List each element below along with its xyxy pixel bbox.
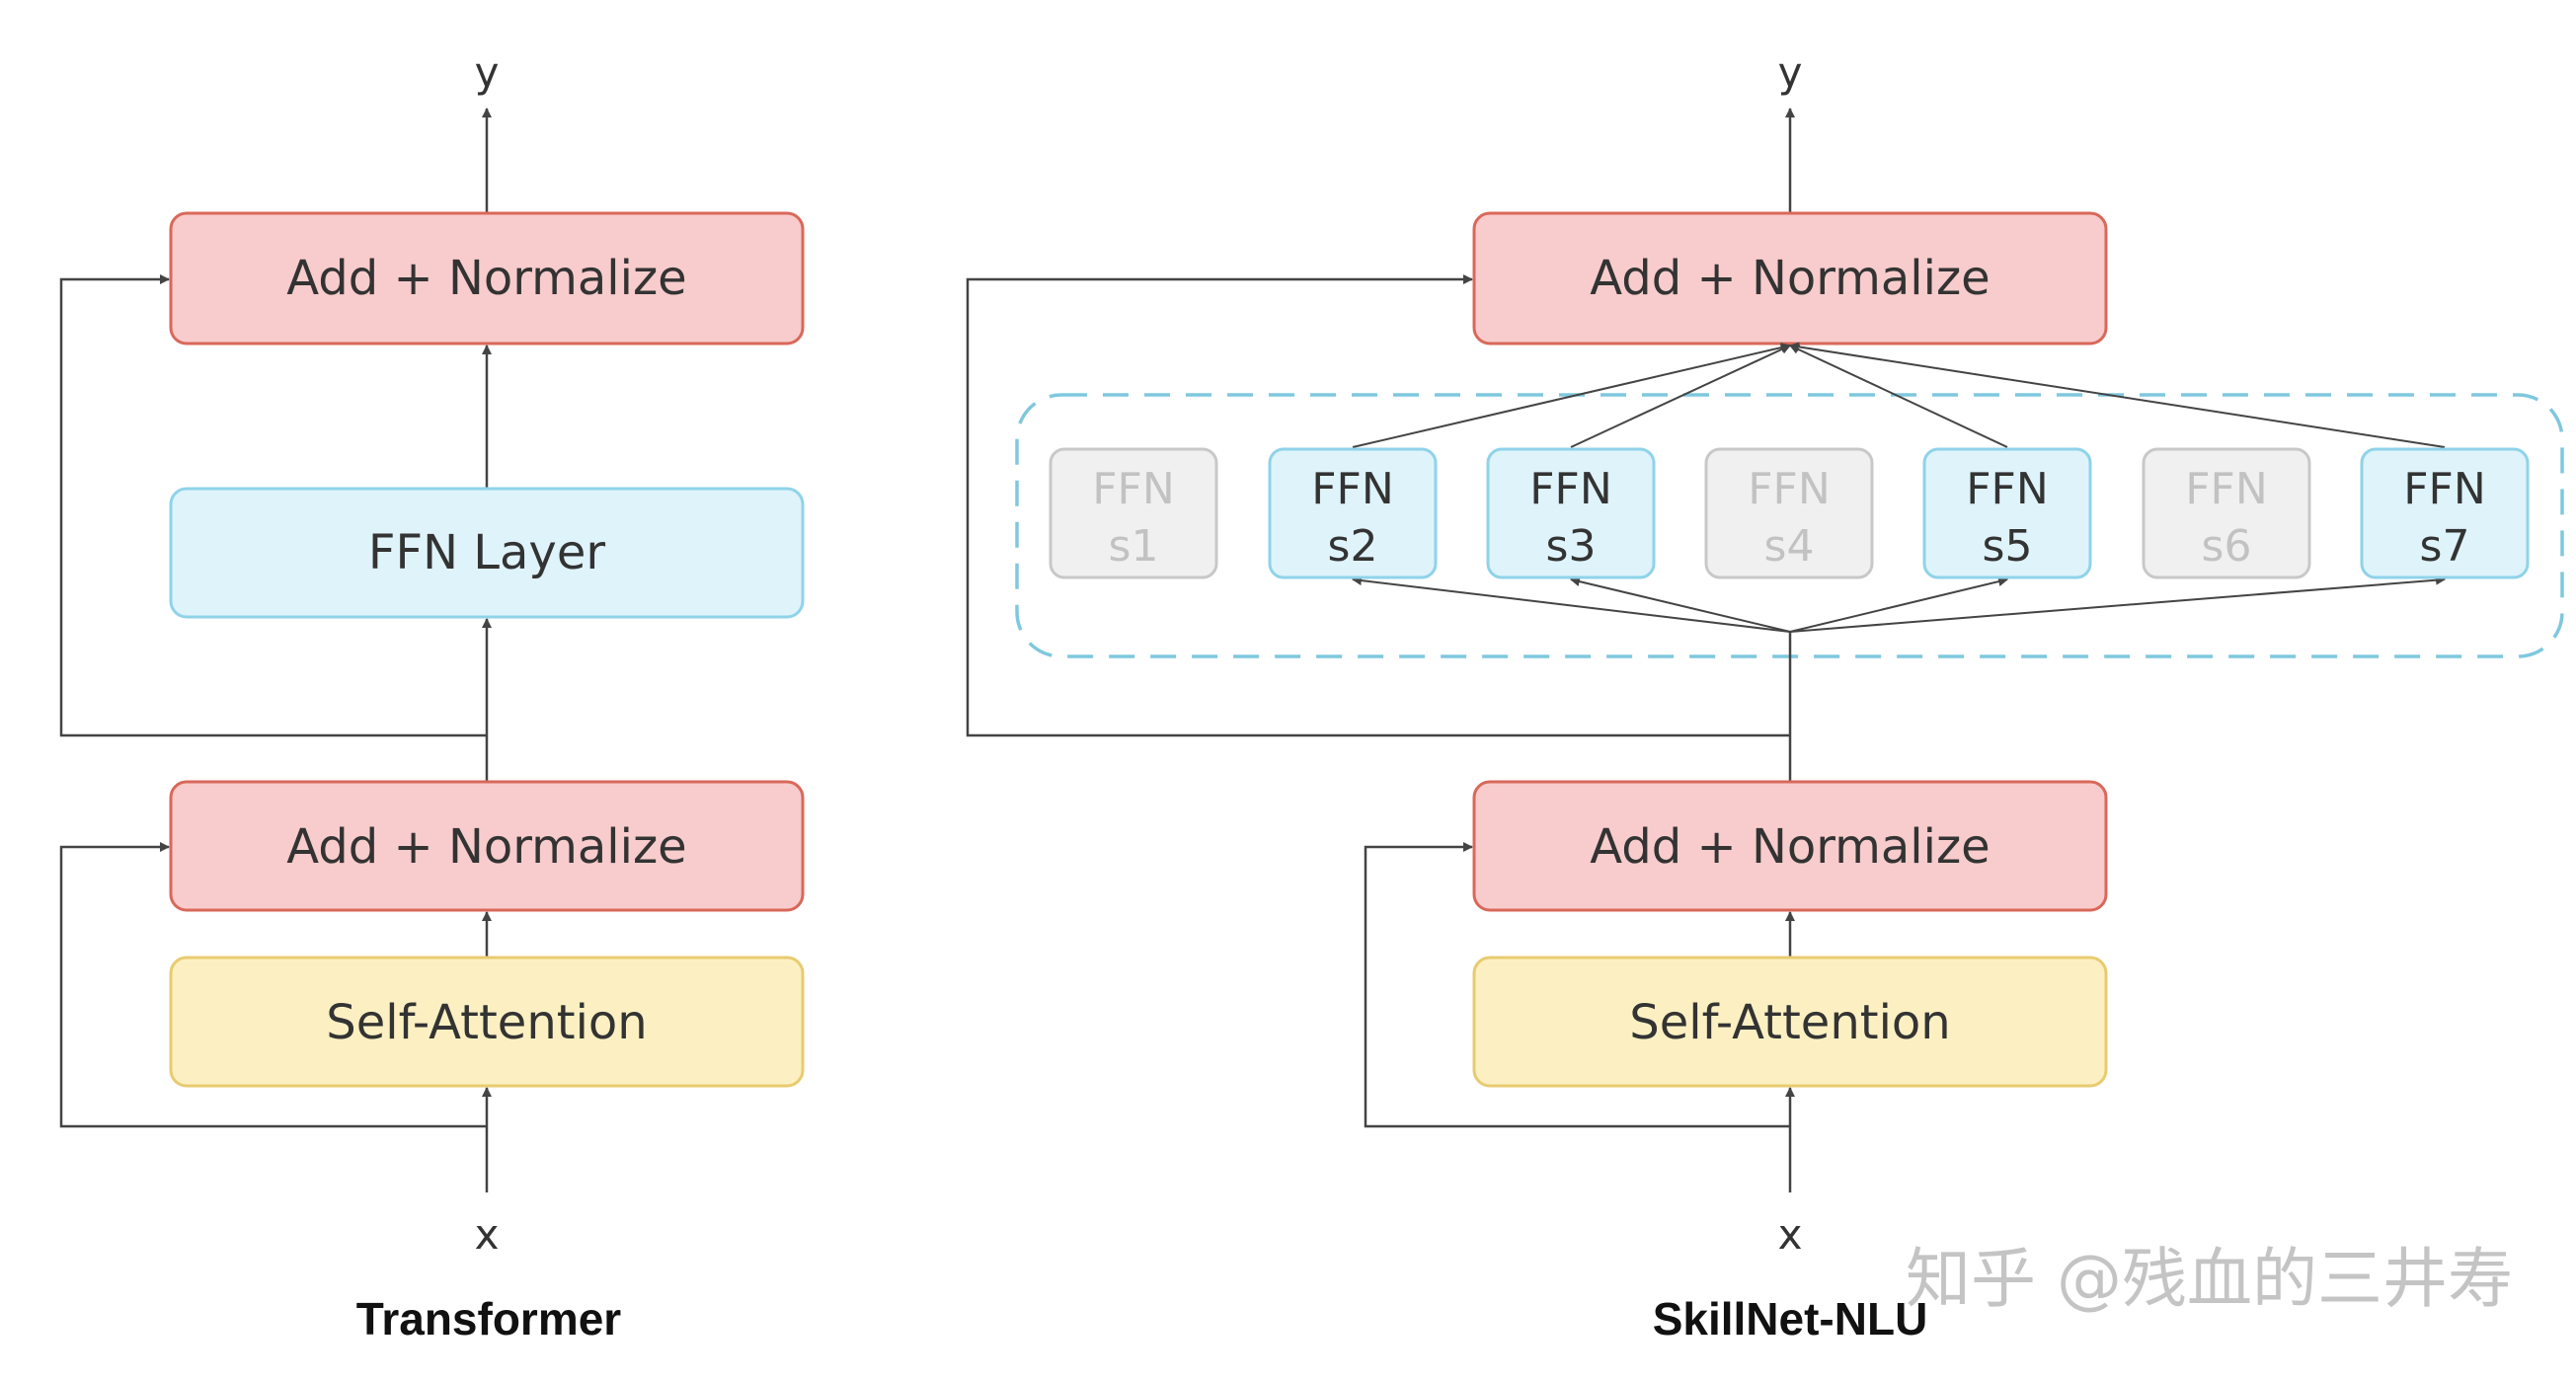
skill-box	[1922, 447, 2092, 579]
transformer-caption: Transformer	[356, 1293, 622, 1344]
skill-input-arrow	[1570, 576, 1791, 633]
ffn-layer-label: FFN Layer	[368, 525, 605, 580]
skill-id: s3	[1546, 521, 1597, 572]
skill-module-s3: FFN s3	[1486, 447, 1656, 579]
skill-name: FFN	[1092, 464, 1175, 514]
skill-output-arrow	[1789, 342, 2446, 448]
skillnet-diagram: y Add + Normalize FFNs1FFNs2FFNs3FFNs4FF…	[966, 48, 2564, 1344]
skill-box	[1268, 447, 1438, 579]
input-label: x	[1778, 1210, 1803, 1259]
ffn-layer-box	[169, 487, 805, 619]
skill-module-s2: FFN s2	[1268, 447, 1438, 579]
skill-modules: FFN s1 FFN s2 FFN s3 FFN s4 FFN s5 FFN s6 FFN s7	[1049, 447, 2530, 579]
skill-id: s2	[1328, 521, 1378, 572]
residual-connection-bottom	[59, 842, 487, 1128]
skill-output-arrow	[1570, 345, 1791, 448]
self-attention-box	[169, 956, 805, 1088]
skill-input-arrow	[1789, 576, 2008, 633]
add-normalize-bottom-label: Add + Normalize	[286, 819, 686, 875]
residual-connection-bottom	[1364, 842, 1790, 1128]
skill-name: FFN	[1966, 464, 2049, 514]
skill-name: FFN	[1311, 464, 1394, 514]
skill-name: FFN	[1748, 464, 1831, 514]
skill-module-s4: FFN s4	[1704, 447, 1874, 579]
skill-module-s5: FFN s5	[1922, 447, 2092, 579]
skillnet-caption: SkillNet-NLU	[1653, 1293, 1928, 1344]
skill-id: s7	[2420, 521, 2470, 572]
skill-box	[1704, 447, 1874, 579]
skill-box	[2360, 447, 2530, 579]
skill-module-s6: FFN s6	[2142, 447, 2311, 579]
skill-id: s4	[1764, 521, 1815, 572]
skill-routing-lines	[1352, 342, 2446, 633]
skill-box	[2142, 447, 2311, 579]
skill-input-arrow	[1789, 575, 2446, 633]
skill-box	[1049, 447, 1218, 579]
skill-input-arrow	[1352, 576, 1791, 633]
skill-name: FFN	[2185, 464, 2268, 514]
skill-id: s1	[1109, 521, 1159, 572]
add-normalize-bottom-box	[1472, 780, 2108, 912]
add-normalize-top-label: Add + Normalize	[1590, 251, 1990, 306]
transformer-diagram: y Add + Normalize FFN Layer Add + Normal…	[59, 48, 805, 1344]
residual-connection-top	[59, 274, 487, 737]
output-label: y	[475, 48, 500, 97]
add-normalize-top-label: Add + Normalize	[286, 251, 686, 306]
skill-output-arrow	[1352, 343, 1791, 448]
add-normalize-bottom-label: Add + Normalize	[1590, 819, 1990, 875]
skill-name: FFN	[1529, 464, 1612, 514]
skill-module-s1: FFN s1	[1049, 447, 1218, 579]
self-attention-label: Self-Attention	[1629, 995, 1950, 1050]
self-attention-label: Self-Attention	[326, 995, 647, 1050]
add-normalize-top-box	[169, 211, 805, 346]
input-label: x	[475, 1210, 500, 1259]
skill-output-arrow	[1789, 345, 2008, 448]
residual-connection-top	[966, 274, 1790, 737]
self-attention-box	[1472, 956, 2108, 1088]
skill-module-s7: FFN s7	[2360, 447, 2530, 579]
skill-id: s5	[1983, 521, 2033, 572]
skill-id: s6	[2202, 521, 2252, 572]
output-label: y	[1778, 48, 1803, 97]
watermark: 知乎 @残血的三井寿	[1906, 1241, 2513, 1317]
skill-box	[1486, 447, 1656, 579]
skill-name: FFN	[2403, 464, 2486, 514]
add-normalize-bottom-box	[169, 780, 805, 912]
